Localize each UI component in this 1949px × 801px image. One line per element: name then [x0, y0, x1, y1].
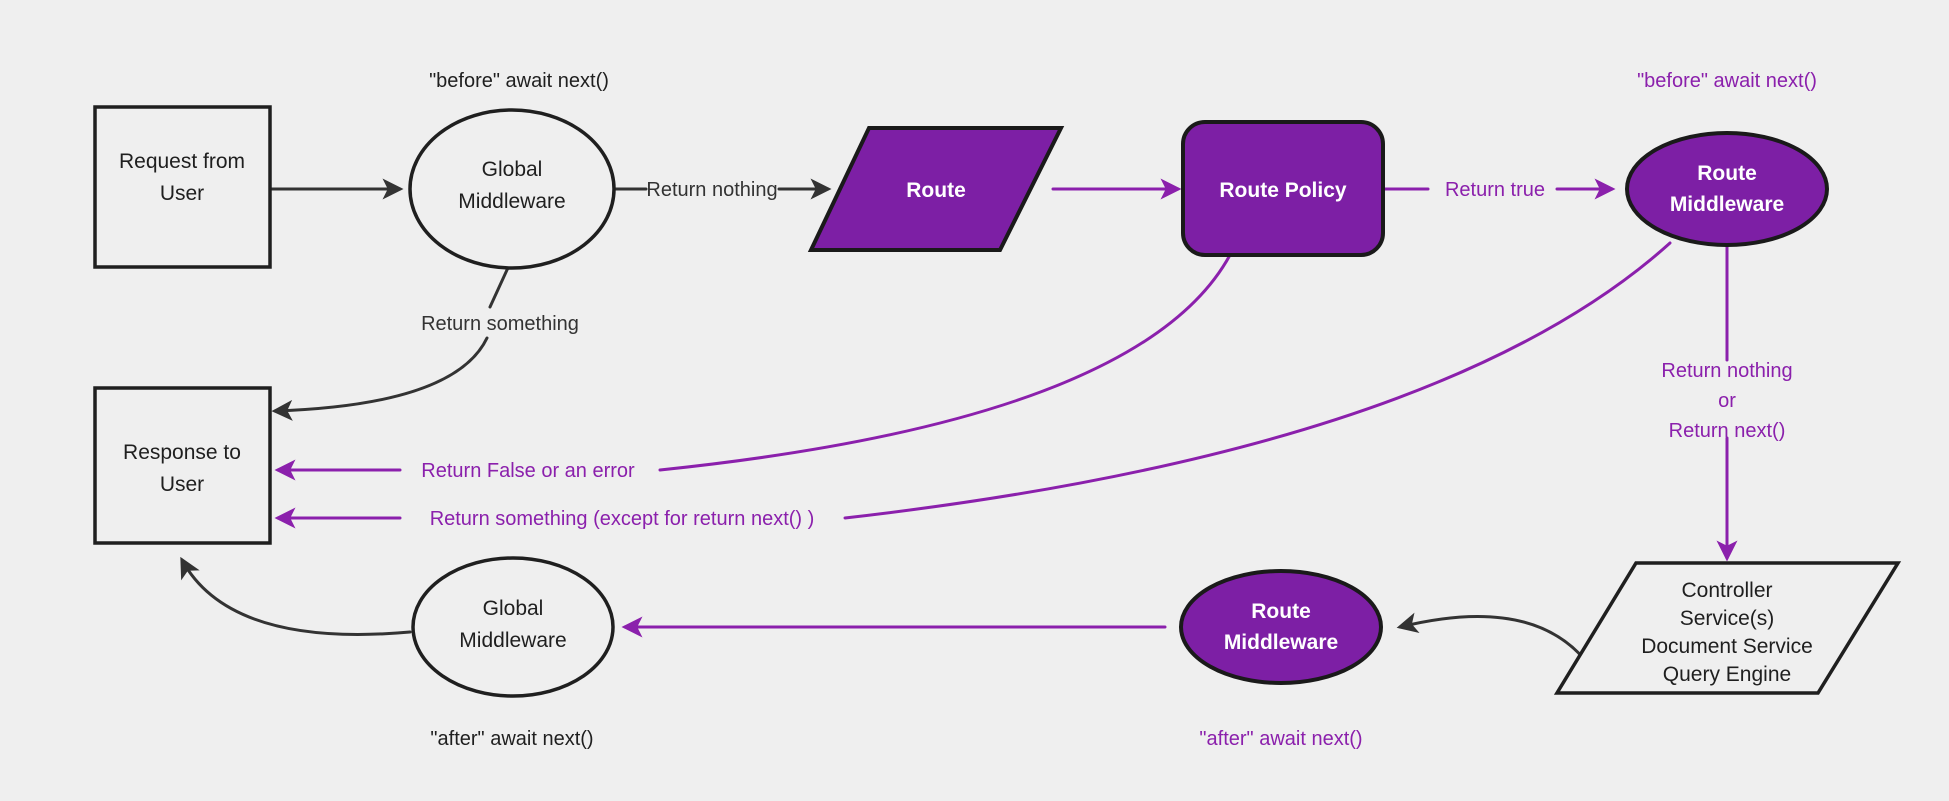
edge-route-middleware-to-response-curve — [843, 241, 1672, 520]
edge-label-return-nothing-or-next-line1: Return nothing — [1661, 360, 1792, 382]
global-middleware-top-label-line1: Global — [482, 158, 543, 181]
global-middleware-top-label-line2: Middleware — [458, 190, 565, 213]
response-to-user-label-line1: Response to — [123, 441, 241, 464]
annotation-after-await-next-bottom-left: "after" await next() — [430, 728, 593, 750]
route-middleware-bottom-label-line1: Route — [1251, 600, 1311, 623]
node-route-policy[interactable]: Route Policy — [1181, 120, 1385, 257]
annotation-before-await-next-top-left: "before" await next() — [429, 70, 609, 92]
edge-label-return-nothing-or-next-line2: or — [1718, 390, 1736, 412]
edge-label-return-something: Return something — [421, 313, 579, 335]
response-to-user-label-line2: User — [160, 473, 204, 496]
node-response-to-user[interactable]: Response to User — [93, 386, 272, 545]
edge-label-return-nothing: Return nothing — [646, 179, 777, 201]
node-global-middleware-top[interactable]: Global Middleware — [408, 108, 616, 270]
edge-global-middleware-to-response-lower — [271, 336, 489, 421]
edge-route-policy-to-response-curve — [658, 253, 1232, 472]
global-middleware-bottom-label-line2: Middleware — [459, 629, 566, 652]
edge-label-return-false-or-error: Return False or an error — [421, 460, 635, 482]
annotation-before-await-next-top-right: "before" await next() — [1637, 70, 1817, 92]
node-global-middleware-bottom[interactable]: Global Middleware — [411, 556, 615, 698]
node-route-middleware-bottom[interactable]: Route Middleware — [1179, 569, 1383, 685]
route-policy-label: Route Policy — [1219, 179, 1347, 202]
request-from-user-label-line2: User — [160, 182, 204, 205]
node-route[interactable]: Route — [807, 126, 1065, 252]
route-middleware-top-label-line1: Route — [1697, 162, 1757, 185]
node-request-from-user[interactable]: Request from User — [93, 105, 272, 269]
route-label: Route — [906, 179, 966, 202]
edge-global-middleware-bottom-to-response — [180, 556, 412, 636]
annotation-after-await-next-bottom-right: "after" await next() — [1199, 728, 1362, 750]
edge-label-return-something-except: Return something (except for return next… — [430, 508, 815, 530]
request-from-user-label-line1: Request from — [119, 150, 245, 173]
node-route-middleware-top[interactable]: Route Middleware — [1625, 131, 1829, 247]
edge-label-return-true: Return true — [1445, 179, 1545, 201]
route-middleware-top-label-line2: Middleware — [1670, 193, 1784, 216]
controller-stack-line-2: Service(s) — [1680, 607, 1775, 630]
edge-controller-to-route-middleware-bottom — [1396, 612, 1587, 662]
route-middleware-bottom-label-line2: Middleware — [1224, 631, 1338, 654]
controller-stack-line-4: Query Engine — [1663, 663, 1791, 686]
edge-label-return-nothing-or-next-line3: Return next() — [1669, 420, 1786, 442]
node-controller-stack[interactable]: Controller Service(s) Document Service Q… — [1553, 561, 1902, 695]
controller-stack-line-3: Document Service — [1641, 635, 1813, 658]
global-middleware-bottom-label-line1: Global — [483, 597, 544, 620]
controller-stack-line-1: Controller — [1681, 579, 1772, 602]
